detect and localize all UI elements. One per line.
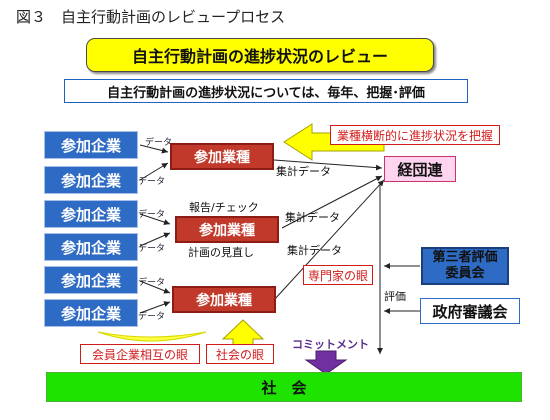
aggregate-label-3: 集計データ	[287, 244, 342, 257]
data-label-1: データ	[145, 138, 173, 148]
data-label-4: データ	[138, 244, 166, 254]
third-party-line-2: 委員会	[445, 266, 485, 281]
data-arrow-3	[139, 213, 171, 225]
plan-review-label: 計画の見直し	[188, 246, 254, 259]
industry-box-1: 参加業種	[170, 143, 274, 170]
commitment-label: コミットメント	[292, 338, 369, 351]
experts-eye-box: 専門家の眼	[303, 265, 373, 285]
data-arrow-2	[139, 162, 169, 181]
report-check-label: 報告/チェック	[189, 201, 259, 214]
data-label-3: データ	[138, 210, 166, 220]
aggregate-arrow-3	[273, 179, 385, 301]
industry-box-3: 参加業種	[172, 286, 276, 313]
company-box-2: 参加企業	[44, 166, 138, 194]
data-label-5: データ	[138, 278, 166, 288]
data-arrow-1	[139, 144, 169, 154]
society-bar: 社 会	[46, 372, 522, 402]
evaluation-label: 評価	[384, 290, 406, 303]
third-party-committee-box: 第三者評価 委員会	[421, 247, 509, 285]
main-banner: 自主行動計画の進捗状況のレビュー	[86, 38, 434, 72]
company-box-3: 参加企業	[44, 200, 138, 228]
members-eye-box: 会員企業相互の眼	[80, 344, 200, 364]
data-arrow-5	[139, 280, 171, 294]
third-party-line-1: 第三者評価	[432, 249, 498, 265]
aggregate-label-2: 集計データ	[285, 211, 340, 224]
company-box-4: 参加企業	[44, 233, 138, 261]
aggregate-arrow-2	[281, 175, 383, 229]
company-box-1: 参加企業	[44, 131, 138, 159]
company-box-6: 参加企業	[44, 299, 138, 327]
data-label-2: データ	[138, 177, 166, 187]
aggregate-label-1: 集計データ	[276, 165, 331, 178]
data-label-6: データ	[138, 312, 166, 322]
members-eye-swoosh	[97, 331, 207, 342]
industry-box-2: 参加業種	[175, 216, 279, 243]
company-box-5: 参加企業	[44, 266, 138, 294]
figure-title: 図３ 自主行動計画のレビュープロセス	[16, 8, 286, 26]
keidanren-box: 経団連	[384, 156, 456, 182]
cross-industry-box: 業種横断的に進捗状況を把握	[330, 125, 500, 145]
sub-banner: 自主行動計画の進捗状況については、毎年、把握･評価	[64, 79, 468, 103]
government-council-box: 政府審議会	[420, 298, 520, 324]
aggregate-arrow-1	[273, 159, 383, 171]
data-arrow-6	[139, 301, 171, 314]
commitment-arrow	[304, 350, 348, 375]
data-arrow-4	[139, 232, 171, 247]
society-eye-box: 社会の眼	[206, 344, 274, 364]
